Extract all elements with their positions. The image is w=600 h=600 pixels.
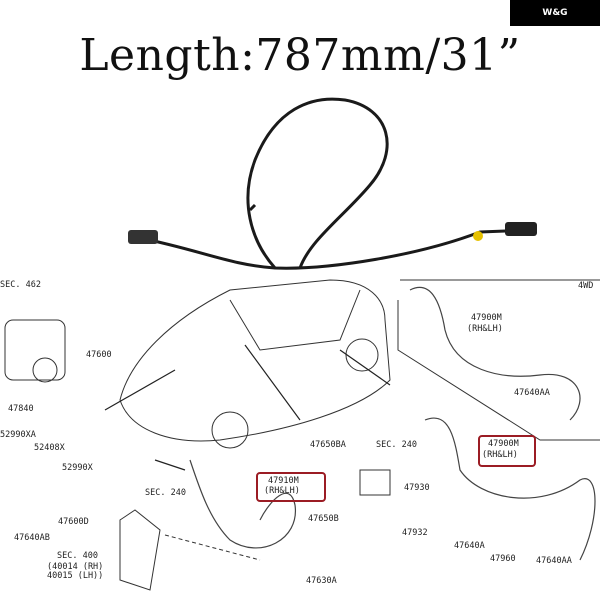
car-outline xyxy=(119,279,600,449)
label-47650b: 47650B xyxy=(308,514,339,524)
label-47900m-top: 47900M xyxy=(471,313,502,323)
label-47910m-rhlh: (RH&LH) xyxy=(264,486,300,496)
pointer-arrows xyxy=(104,344,391,471)
label-47840: 47840 xyxy=(8,404,34,414)
label-47932: 47932 xyxy=(402,528,428,538)
highlight-47910m xyxy=(256,472,326,502)
label-52990xa: 52990XA xyxy=(0,430,36,440)
length-title: Length:787mm/31” xyxy=(79,30,521,81)
label-sec400: SEC. 400 xyxy=(57,551,98,561)
sensor-head xyxy=(505,222,537,236)
label-47960: 47960 xyxy=(490,554,516,564)
label-sec240-right: SEC. 240 xyxy=(376,440,417,450)
label-47650ba: 47650BA xyxy=(310,440,346,450)
abs-unit xyxy=(4,319,66,383)
dashed-leader xyxy=(164,534,261,561)
label-52990x: 52990X xyxy=(62,463,93,473)
label-40014: (40014 (RH) xyxy=(47,562,104,572)
label-47640aa: 47640AA xyxy=(536,556,572,566)
label-sec462: SEC. 462 xyxy=(0,280,41,290)
highlight-47900m xyxy=(478,435,536,467)
label-sec240-left: SEC. 240 xyxy=(145,488,186,498)
abs-sensor-cable xyxy=(139,97,531,270)
label-52408x: 52408X xyxy=(34,443,65,453)
label-47900m-top-rhlh: (RH&LH) xyxy=(467,324,503,334)
label-47930: 47930 xyxy=(404,483,430,493)
label-47900m: 47900M xyxy=(488,439,519,449)
sensor-wires xyxy=(189,286,596,561)
label-47640ab: 47640AB xyxy=(14,533,50,543)
label-47640aa-top: 47640AA xyxy=(514,388,550,398)
label-47600d: 47600D xyxy=(58,517,89,527)
sensor-module xyxy=(359,469,391,496)
sensor-tip xyxy=(473,231,483,241)
connector-plug xyxy=(128,230,158,244)
label-47900m-rhlh: (RH&LH) xyxy=(482,450,518,460)
label-47600: 47600 xyxy=(86,350,112,360)
label-4wd: 4WD xyxy=(578,281,594,291)
knuckle xyxy=(119,509,161,591)
label-47630a: 47630A xyxy=(306,576,337,586)
label-47910m: 47910M xyxy=(268,476,299,486)
brand-logo: W&G xyxy=(510,0,600,26)
label-47640a: 47640A xyxy=(454,541,485,551)
label-40015: 40015 (LH)) xyxy=(47,571,104,581)
